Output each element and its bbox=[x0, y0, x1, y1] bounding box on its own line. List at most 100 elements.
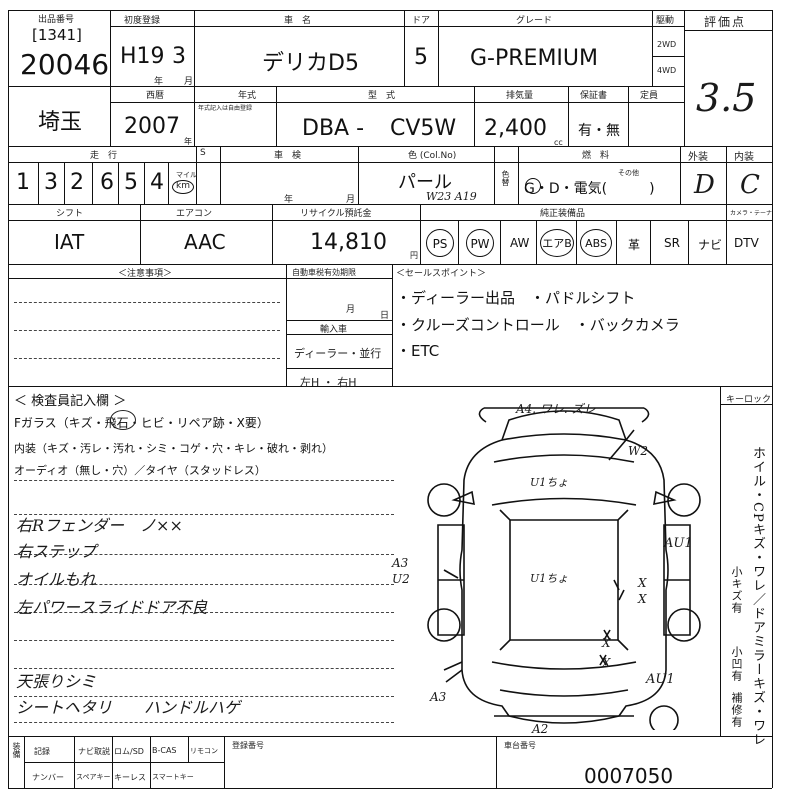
inspector-line: 内装（キズ・汚レ・汚れ・シミ・コゲ・穴・キレ・破れ・剥れ） bbox=[14, 442, 333, 455]
footer-label: ロム/SD bbox=[114, 747, 144, 756]
fuel: G・D・電気( ) bbox=[524, 181, 655, 197]
inspection-label: 車 検 bbox=[274, 151, 302, 161]
displacement: 2,400 bbox=[484, 116, 547, 141]
exterior: D bbox=[694, 170, 715, 200]
mileage-unit-km: km bbox=[176, 181, 190, 191]
footer-label: リモコン bbox=[190, 747, 218, 755]
shift: IAT bbox=[54, 230, 85, 254]
camera-label: カメラ・テーナ bbox=[730, 210, 773, 217]
equip-aw: AW bbox=[510, 236, 530, 250]
door-label: ドア bbox=[412, 16, 431, 26]
footer-label: ナンバー bbox=[32, 773, 64, 782]
import-value: ディーラー・並行 bbox=[294, 347, 382, 360]
sales-point: ・ETC bbox=[396, 342, 440, 360]
equip-label: 純正装備品 bbox=[540, 209, 586, 219]
mileage-digit: 4 bbox=[150, 170, 164, 195]
diagram-label: A3 bbox=[430, 690, 447, 704]
footer-label: 装備 bbox=[12, 742, 21, 758]
inspection-month-unit: 月 bbox=[346, 195, 356, 205]
color: パール bbox=[398, 172, 452, 193]
fuel-label: 燃 料 bbox=[582, 151, 610, 161]
diagram-mark: X bbox=[602, 636, 611, 650]
inspector-line: オーディオ（無し・穴）／タイヤ（スタッドレス） bbox=[14, 464, 266, 477]
footer-label: 記録 bbox=[34, 747, 50, 756]
sales-label: ＜セールスポイント＞ bbox=[396, 269, 487, 279]
inspector-line: Fガラス（キズ・飛石・ヒビ・リペア跡・X要） bbox=[14, 416, 269, 430]
side-note: 小凹有 bbox=[730, 646, 743, 682]
side-note: 補修有 bbox=[730, 692, 743, 728]
mileage-unit-mile: マイル bbox=[176, 171, 197, 179]
first-reg-label: 初度登録 bbox=[124, 16, 161, 26]
key-label: キーロック bbox=[726, 395, 772, 405]
first-reg-year-unit: 年 bbox=[154, 77, 164, 87]
warranty: 有・無 bbox=[578, 123, 620, 139]
diagram-label: AU1 bbox=[646, 672, 675, 687]
footer-label: スマートキー bbox=[152, 773, 194, 781]
model-year-note: 年式記入は自由登録 bbox=[198, 105, 253, 112]
first-reg-era: H19 bbox=[120, 44, 165, 69]
type-prefix: DBA - bbox=[302, 116, 365, 141]
diagram-label: U1ちょ bbox=[530, 572, 569, 585]
cc-unit: cc bbox=[554, 138, 563, 147]
car-name-label: 車 名 bbox=[284, 16, 312, 26]
score: 3.5 bbox=[696, 76, 757, 120]
mileage-digit: 3 bbox=[44, 170, 58, 195]
interior-label: 内装 bbox=[734, 152, 754, 163]
sales-point: ・クルーズコントロール ・バックカメラ bbox=[396, 316, 680, 334]
first-reg-month: 3 bbox=[172, 44, 186, 69]
footer-label: キーレス bbox=[114, 773, 146, 782]
color-change-label: 色替 bbox=[501, 170, 510, 186]
deadline-month: 月 bbox=[346, 305, 356, 315]
diagram-label: W2 bbox=[628, 444, 648, 458]
lot-small: [1341] bbox=[32, 26, 82, 44]
sales-point: ・ディーラー出品 ・パドルシフト bbox=[396, 289, 636, 307]
side-note: 小キズ有 bbox=[730, 566, 743, 614]
deadline-day: 日 bbox=[380, 311, 390, 321]
diagram-mark: X bbox=[638, 576, 647, 590]
ac: AAC bbox=[184, 230, 226, 254]
diagram-label: A4. ワレ. ズレ bbox=[516, 402, 596, 416]
side-note: ホイル・CPキズ・ワレ／ドアミラーキズ・ワレ bbox=[750, 446, 765, 747]
hand-note: 左パワースライドドア不良 bbox=[16, 598, 208, 617]
mileage-digit: 2 bbox=[70, 170, 84, 195]
hand-note: シートヘタリ ハンドルハゲ bbox=[16, 698, 241, 717]
diagram-label: AU1 bbox=[664, 536, 693, 551]
mileage-digit: 5 bbox=[124, 170, 138, 195]
caution-label: ＜注意事項＞ bbox=[118, 269, 173, 279]
yen-unit: 円 bbox=[410, 251, 418, 260]
exterior-label: 外装 bbox=[688, 152, 708, 163]
lot-number: 20046 bbox=[20, 48, 110, 81]
warranty-label: 保証書 bbox=[580, 91, 608, 101]
equip-pw: PW bbox=[466, 229, 494, 257]
region: 埼玉 bbox=[38, 110, 83, 135]
year: 2007 bbox=[124, 114, 180, 139]
handle-value: 左H ・ 右H bbox=[300, 376, 357, 389]
model-year-label: 年式 bbox=[238, 91, 257, 101]
lot-label: 出品番号 bbox=[38, 15, 75, 25]
deadline-label: 自動車税有効期限 bbox=[292, 268, 356, 277]
doors: 5 bbox=[414, 45, 428, 70]
diagram-label: A3 bbox=[392, 556, 409, 570]
equip-airbag: エアB bbox=[540, 229, 574, 257]
shift-label: シフト bbox=[56, 209, 84, 219]
mileage-label: 走 行 bbox=[90, 151, 118, 161]
ac-label: エアコン bbox=[176, 209, 213, 219]
inspection-year-unit: 年 bbox=[284, 195, 294, 205]
type-label: 型 式 bbox=[368, 91, 396, 101]
diagram-mark: X bbox=[602, 656, 611, 670]
fuel-other: その他 bbox=[618, 169, 639, 177]
recycle: 14,810 bbox=[310, 230, 387, 255]
interior: C bbox=[740, 170, 760, 200]
equip-navi: ナビ bbox=[698, 238, 723, 252]
doc-number: 0007050 bbox=[584, 764, 674, 788]
footer-label: スペアキー bbox=[76, 773, 111, 781]
equip-abs: ABS bbox=[580, 229, 612, 257]
import-label: 輸入車 bbox=[320, 325, 348, 335]
mileage-digit: 6 bbox=[100, 170, 114, 195]
footer-label: B-CAS bbox=[152, 746, 177, 755]
grade-label: グレード bbox=[516, 16, 553, 26]
diagram-label: U1ちょ bbox=[530, 476, 569, 489]
color-code: W23 A19 bbox=[426, 190, 477, 203]
color-label: 色 (Col.No) bbox=[408, 151, 457, 161]
